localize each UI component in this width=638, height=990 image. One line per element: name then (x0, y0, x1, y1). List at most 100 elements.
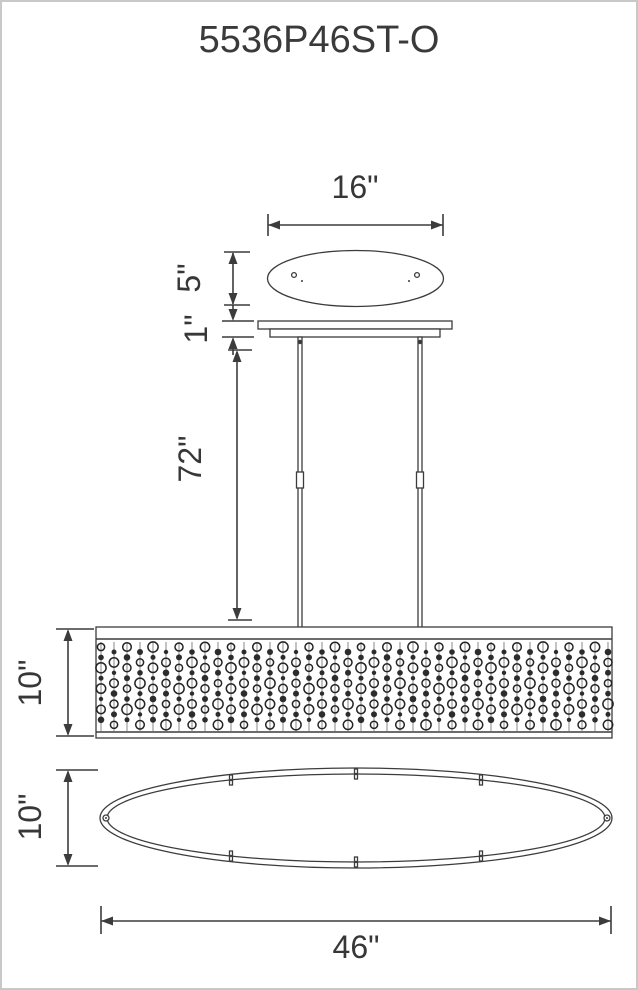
bead (306, 675, 312, 681)
bead (188, 711, 196, 718)
bead (605, 669, 611, 676)
bead (332, 717, 338, 723)
bead (371, 711, 377, 718)
bead (551, 678, 561, 688)
bead (397, 649, 403, 655)
bead (475, 690, 481, 697)
bead (97, 716, 105, 724)
bead (514, 696, 520, 702)
bead (215, 669, 221, 676)
bead (316, 698, 328, 710)
bead (330, 683, 340, 694)
bead (176, 675, 182, 681)
bead (603, 678, 613, 688)
bead (540, 676, 546, 681)
bead (225, 661, 237, 674)
bead (524, 698, 536, 710)
bead (475, 669, 481, 676)
bead (459, 662, 471, 673)
bead (371, 670, 377, 675)
bead (590, 683, 600, 694)
bead (472, 698, 484, 710)
bead (358, 696, 364, 702)
bead (525, 658, 535, 667)
bead (227, 716, 235, 724)
canopy-screw-hole-right (413, 271, 421, 279)
bead (421, 699, 431, 709)
bead (384, 675, 390, 682)
bead (474, 648, 482, 656)
bead (279, 695, 287, 703)
dim-base-depth: 10" (12, 769, 98, 867)
bead (212, 719, 224, 731)
bead (98, 675, 104, 681)
bead (576, 656, 588, 669)
bead (150, 654, 156, 660)
bead (202, 696, 208, 702)
bead (267, 712, 273, 717)
bead (212, 698, 224, 710)
bead (306, 654, 312, 661)
bead (540, 716, 546, 723)
bead (329, 641, 341, 653)
arrowhead-down (63, 854, 73, 866)
bead (473, 657, 483, 668)
canopy-side-view (257, 320, 453, 338)
bead (293, 690, 299, 697)
bead (537, 641, 549, 653)
bead (135, 658, 145, 667)
bead (134, 698, 146, 710)
bead (345, 711, 351, 717)
bead (513, 654, 521, 661)
bead (524, 677, 536, 690)
bead (589, 662, 601, 673)
bead (121, 641, 133, 653)
arrowhead-right (431, 220, 443, 230)
bead (252, 663, 262, 673)
bead (214, 648, 222, 656)
bead (176, 654, 182, 661)
canopy-oval (266, 249, 445, 308)
bead (538, 704, 548, 715)
bead (410, 676, 416, 681)
bead (408, 704, 418, 715)
bead (514, 675, 520, 682)
bead (511, 641, 523, 653)
bead (589, 641, 601, 653)
bead (318, 711, 326, 718)
bead (228, 696, 234, 702)
bead (527, 691, 533, 697)
bead (137, 691, 143, 697)
dim-label-canopy-width: 16" (332, 169, 379, 205)
bead (134, 677, 146, 690)
bead (238, 656, 250, 668)
bead (566, 717, 572, 722)
bead (488, 696, 494, 702)
canopy-dot-right (408, 280, 410, 282)
dim-fixture-width: 46" (100, 906, 612, 965)
bead (110, 690, 118, 697)
screw-dot (354, 772, 358, 776)
bead (394, 698, 406, 710)
bead (267, 691, 273, 697)
bead (96, 642, 106, 652)
dim-label-base-depth: 10" (12, 794, 48, 841)
bead (176, 717, 182, 722)
bead (355, 704, 367, 715)
bead (199, 662, 211, 673)
bead (264, 698, 276, 710)
bead (579, 691, 585, 696)
screw-dot (229, 854, 233, 858)
bead (240, 690, 248, 697)
arrowhead-up (232, 350, 242, 362)
bead (186, 698, 198, 710)
dim-canopy-depth: 5" (171, 251, 250, 306)
bead (564, 663, 574, 673)
dim-canopy-width: 16" (267, 169, 444, 236)
bead (383, 654, 391, 661)
bead (356, 642, 366, 652)
bead (433, 703, 445, 715)
bead (434, 642, 444, 652)
bead (578, 711, 586, 718)
